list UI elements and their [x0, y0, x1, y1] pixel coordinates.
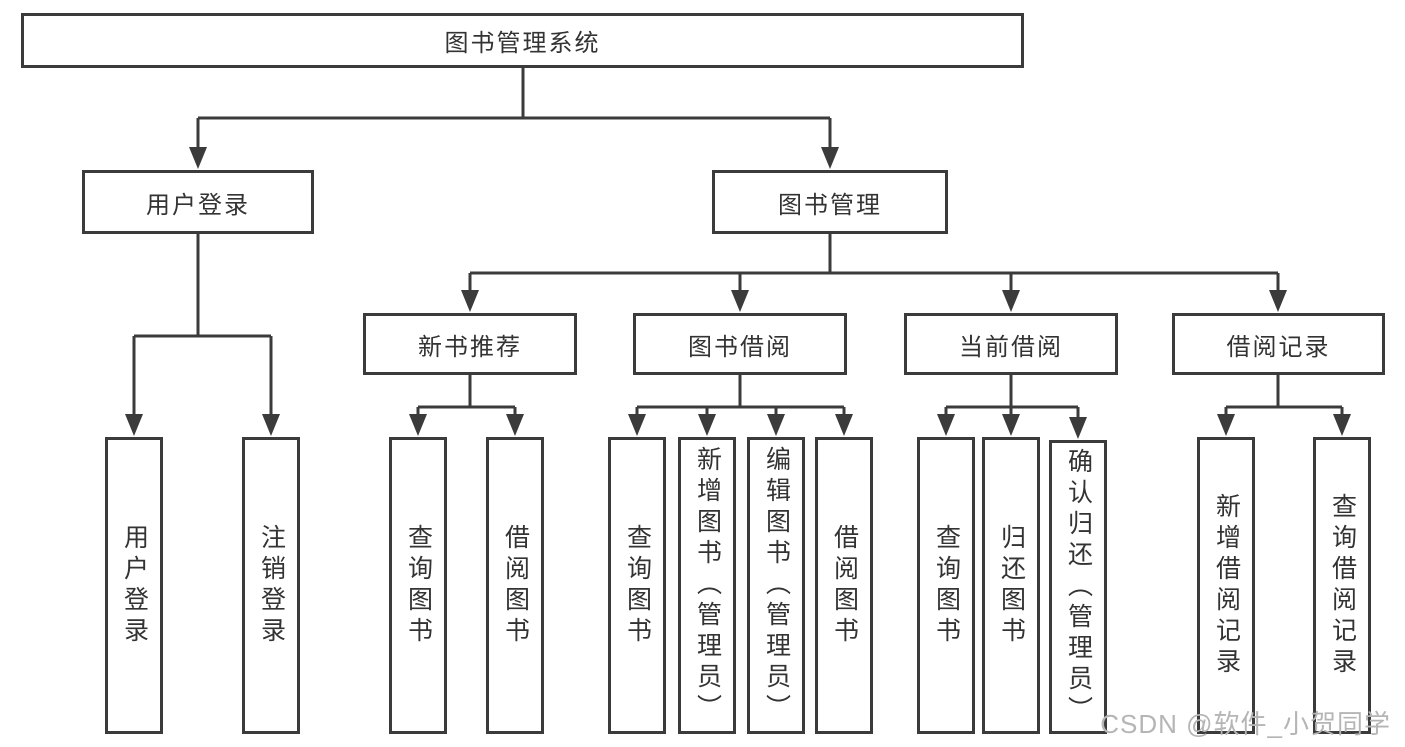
- leaf-user-login: 用户登录: [105, 437, 163, 734]
- leaf-query-borrow-record: 查询借阅记录: [1313, 437, 1371, 734]
- leaf-edit-book-admin: 编辑图书（管理员）: [747, 437, 805, 734]
- leaf-query-book-recommend: 查询图书: [389, 437, 447, 734]
- node-new-book-recommend: 新书推荐: [363, 313, 577, 375]
- node-book-management: 图书管理: [712, 170, 948, 234]
- node-current-borrow: 当前借阅: [904, 313, 1118, 375]
- leaf-confirm-return-admin: 确认归还（管理员）: [1049, 440, 1107, 734]
- leaf-return-book: 归还图书: [982, 437, 1040, 734]
- node-borrow-records: 借阅记录: [1172, 313, 1385, 375]
- leaf-add-book-admin: 新增图书（管理员）: [678, 437, 736, 734]
- leaf-add-borrow-record: 新增借阅记录: [1197, 437, 1255, 734]
- node-book-borrow: 图书借阅: [633, 313, 847, 375]
- leaf-borrow-book: 借阅图书: [815, 437, 873, 734]
- leaf-query-book-current: 查询图书: [917, 437, 975, 734]
- node-root: 图书管理系统: [21, 13, 1024, 68]
- leaf-query-book-borrow: 查询图书: [608, 437, 666, 734]
- leaf-borrow-book-recommend: 借阅图书: [486, 437, 544, 734]
- arrowheads: [125, 147, 1351, 439]
- csdn-watermark: CSDN @软件_小贺同学: [1100, 709, 1391, 739]
- node-user-login: 用户登录: [82, 170, 314, 234]
- leaf-logout: 注销登录: [242, 437, 300, 734]
